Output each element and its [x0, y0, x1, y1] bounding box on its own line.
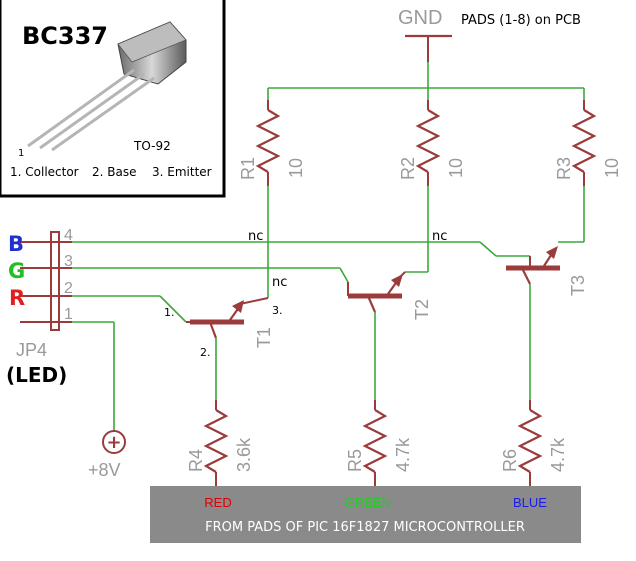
- r4-name: R4: [186, 449, 206, 472]
- nc-label-2: nc: [272, 275, 287, 290]
- jp4-pin-3: 3: [64, 253, 73, 270]
- resistor-r1: R1 10: [238, 100, 306, 186]
- r2-value: 10: [446, 158, 466, 178]
- resistor-r5: R5 4.7k: [345, 400, 413, 486]
- to92-package-icon: [27, 21, 187, 152]
- t1-pin-collector: 2.: [200, 346, 211, 359]
- t2-name: T2: [412, 299, 432, 320]
- resistor-r2: R2 10: [398, 100, 466, 186]
- r5-value: 4.7k: [393, 437, 413, 472]
- r4-value: 3.6k: [234, 437, 254, 472]
- inset-package: TO-92: [133, 139, 171, 153]
- r3-name: R3: [554, 157, 574, 180]
- banner-caption: FROM PADS OF PIC 16F1827 MICROCONTROLLER: [205, 520, 525, 535]
- power-plus: +: [106, 432, 121, 453]
- resistor-r6: R6 4.7k: [500, 400, 568, 486]
- transistor-t2: T2: [347, 271, 432, 320]
- jp4-name: JP4: [16, 340, 47, 360]
- inset-title: BC337: [22, 22, 108, 50]
- letter-b: B: [8, 232, 24, 256]
- banner-green: GREEN: [345, 495, 391, 510]
- pic-banner: RED GREEN BLUE FROM PADS OF PIC 16F1827 …: [150, 486, 581, 543]
- inset-pin-collector: 1. Collector: [10, 165, 79, 179]
- letter-r: R: [9, 286, 25, 310]
- nc-label-1: nc: [248, 229, 263, 244]
- resistor-r4: R4 3.6k: [186, 400, 254, 486]
- inset-pin-emitter: 3. Emitter: [152, 165, 212, 179]
- jp4-pin-2: 2: [64, 280, 73, 297]
- banner-blue: BLUE: [513, 495, 547, 510]
- resistor-r3: R3 10: [554, 100, 622, 186]
- transistor-t1: 1. 2. 3. T1: [164, 297, 283, 359]
- letter-g: G: [8, 259, 25, 283]
- banner-red: RED: [204, 495, 231, 510]
- r6-value: 4.7k: [548, 437, 568, 472]
- t1-name: T1: [254, 327, 274, 348]
- banner-background: [150, 486, 581, 543]
- r5-name: R5: [345, 449, 365, 472]
- transistor-t3: T3: [506, 246, 588, 296]
- r1-value: 10: [286, 158, 306, 178]
- power-label: +8V: [88, 460, 121, 480]
- power-symbol-icon: [102, 430, 126, 454]
- connector-jp4: 4 3 2 1 B G R JP4 (LED): [6, 227, 73, 387]
- t1-pin-emitter: 3.: [272, 304, 283, 317]
- bc337-inset: BC337 1 TO-92 1. Collector 2. Base 3. Em…: [0, 0, 226, 198]
- inset-pin-base: 2. Base: [92, 165, 136, 179]
- inset-pin-number: 1: [18, 148, 24, 159]
- jp4-sub: (LED): [6, 363, 67, 387]
- nc-label-3: nc: [432, 229, 447, 244]
- jp4-pin-4: 4: [64, 227, 73, 244]
- t3-name: T3: [568, 275, 588, 296]
- r3-value: 10: [602, 158, 622, 178]
- wires: [72, 62, 585, 430]
- r1-name: R1: [238, 157, 258, 180]
- r2-name: R2: [398, 157, 418, 180]
- gnd-symbol: GND PADS (1-8) on PCB: [398, 7, 581, 62]
- t1-pin-base: 1.: [164, 306, 175, 319]
- jp4-pin-1: 1: [64, 306, 73, 323]
- gnd-label: GND: [398, 7, 442, 29]
- gnd-note: PADS (1-8) on PCB: [461, 13, 581, 28]
- r6-name: R6: [500, 449, 520, 472]
- power-8v: + +8V: [88, 430, 126, 480]
